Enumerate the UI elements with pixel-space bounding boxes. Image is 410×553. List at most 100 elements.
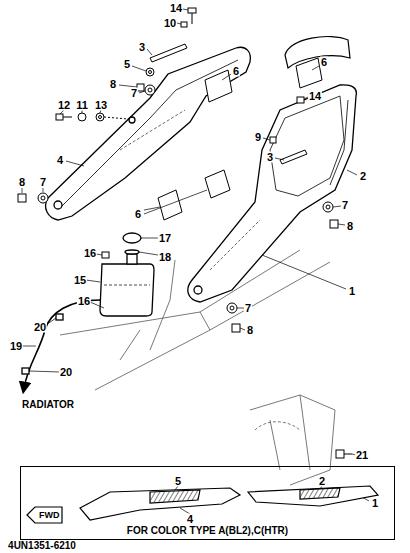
bolts-washers-part xyxy=(63,117,72,118)
bolts-washers-part xyxy=(145,85,155,95)
callout-number: 5 xyxy=(123,59,131,70)
pads-and-strips xyxy=(150,44,322,220)
callout-number: 2 xyxy=(318,476,326,487)
pads-and-strips-part xyxy=(150,44,187,62)
side-cover-left xyxy=(46,47,251,220)
callout-number: 6 xyxy=(320,57,328,68)
bolts-washers-part xyxy=(99,116,102,119)
callout-number: 6 xyxy=(134,209,142,220)
callout-number: 21 xyxy=(355,450,369,461)
side-cover-right xyxy=(188,85,357,302)
callout-number: 4 xyxy=(56,155,64,166)
bolts-washers-part xyxy=(232,324,240,332)
leader-lines-part xyxy=(22,346,36,347)
callout-number: 20 xyxy=(33,322,47,333)
inset-parts-part xyxy=(80,488,240,520)
bolts-washers-part xyxy=(149,71,152,74)
coolant-tank-part xyxy=(127,254,137,264)
coolant-tank-part xyxy=(100,264,154,316)
bolts-washers-part xyxy=(230,306,234,310)
callout-number: 19 xyxy=(9,341,23,352)
bolts-washers-part xyxy=(96,113,104,121)
pads-and-strips-part xyxy=(205,70,232,102)
leader-lines-part xyxy=(333,206,341,207)
coolant-tank-part xyxy=(104,285,150,286)
bolts-washers-part xyxy=(326,205,330,209)
bolts-washers-part xyxy=(330,220,338,228)
bolts-washers-part xyxy=(227,303,237,313)
inset-parts-part xyxy=(300,488,340,499)
callout-number: 11 xyxy=(75,100,89,111)
pads-and-strips-part xyxy=(205,170,230,198)
leader-lines-part xyxy=(147,49,152,55)
callout-number: 1 xyxy=(348,286,356,297)
bolts-washers-part xyxy=(148,88,152,92)
direction-arrow-outline xyxy=(27,507,62,523)
leader-lines-part xyxy=(338,224,345,225)
leader-lines-part xyxy=(43,188,44,192)
bolts-washers-part xyxy=(188,8,196,13)
leader-lines-part xyxy=(132,66,146,71)
bolts-washers xyxy=(18,8,352,458)
bolts-washers-part xyxy=(270,137,276,143)
callout-number: 14 xyxy=(169,3,183,14)
inset-caption: FOR COLOR TYPE A(BL2),C(HTR) xyxy=(21,526,394,536)
callout-number: 8 xyxy=(18,177,26,188)
bolts-washers-part xyxy=(78,113,86,121)
frame-sketch-part xyxy=(250,395,335,485)
leader-lines-part xyxy=(29,371,60,372)
leader-lines-part xyxy=(222,74,231,80)
coolant-tank-part xyxy=(125,250,139,254)
leader-lines-part xyxy=(141,238,158,239)
bolts-washers-part xyxy=(297,97,304,103)
callout-number: 15 xyxy=(73,275,87,286)
callout-number: 3 xyxy=(138,42,146,53)
leader-lines-part xyxy=(183,9,188,10)
pads-and-strips-part xyxy=(158,190,182,220)
leader-lines-part xyxy=(144,190,207,214)
side-cover-left-part xyxy=(62,60,238,206)
pads-and-strips-part xyxy=(280,150,307,164)
callout-number: 1 xyxy=(371,498,379,509)
leader-lines-part xyxy=(237,308,244,309)
bolts-washers-part xyxy=(192,13,193,24)
callout-number: 14 xyxy=(308,91,322,102)
callout-number: 18 xyxy=(158,252,172,263)
side-cover-left-part xyxy=(46,47,251,220)
leader-lines-part xyxy=(263,138,270,140)
coolant-tank-part xyxy=(56,314,63,320)
side-cover-left-part xyxy=(120,110,185,150)
direction-label: FWD xyxy=(39,511,60,520)
leader-lines-part xyxy=(60,110,64,114)
callout-number: 3 xyxy=(266,152,274,163)
part-label: RADIATOR xyxy=(21,400,75,410)
leader-lines-part xyxy=(312,66,319,70)
coolant-tank-part xyxy=(22,368,29,374)
side-cover-right-part xyxy=(330,100,348,185)
frame-sketch-part xyxy=(60,250,300,335)
side-cover-right-part xyxy=(194,286,202,294)
frame-sketch-part xyxy=(255,422,300,430)
callout-number: 8 xyxy=(346,221,354,232)
leader-lines xyxy=(22,9,369,514)
bolts-washers-part xyxy=(344,454,352,455)
coolant-tank-part xyxy=(123,233,141,243)
callout-number: 20 xyxy=(59,367,73,378)
leader-lines-part xyxy=(240,328,245,330)
callout-number: 9 xyxy=(254,132,262,143)
coolant-tank-part xyxy=(24,300,100,388)
inset-parts-part xyxy=(150,490,200,503)
callout-number: 4 xyxy=(186,514,194,525)
bolts-washers-part xyxy=(38,193,48,203)
callout-number: 16 xyxy=(83,248,97,259)
inset-box: FOR COLOR TYPE A(BL2),C(HTR) FWD xyxy=(20,466,395,540)
inset-parts xyxy=(80,486,378,520)
bolts-washers-part xyxy=(336,450,344,458)
frame-sketch-part xyxy=(270,395,310,470)
coolant-tank xyxy=(22,233,154,388)
leader-lines-part xyxy=(177,23,181,24)
bolts-washers-part xyxy=(181,22,187,27)
side-cover-right-part xyxy=(188,85,357,302)
